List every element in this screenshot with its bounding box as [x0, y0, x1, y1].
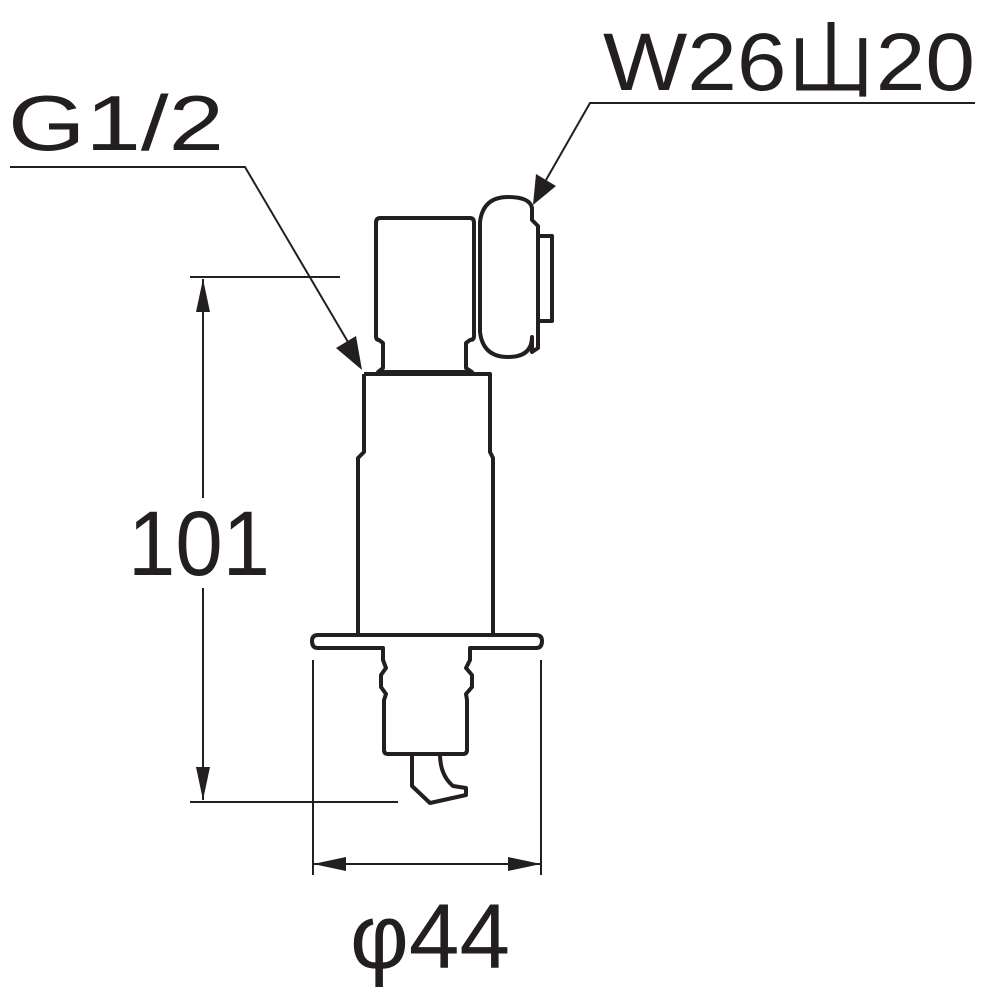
bottom-hook — [410, 753, 468, 805]
main-body — [356, 372, 495, 635]
arrowhead — [508, 857, 541, 871]
arrowhead — [533, 174, 556, 205]
arrowhead — [313, 857, 346, 871]
arrowhead — [196, 767, 210, 800]
knob-cap — [536, 234, 554, 323]
hose-connector-knob — [478, 195, 540, 359]
flange — [310, 633, 544, 756]
thread-label: G1/2 — [8, 79, 224, 167]
upper-block — [374, 216, 476, 374]
thread-leader-line — [10, 166, 349, 343]
height-dimension-label: 101 — [128, 493, 270, 595]
hose-thread-label: W26山20 — [603, 17, 975, 108]
hose-thread-leader-line — [545, 102, 975, 181]
arrowhead — [336, 336, 362, 370]
diameter-dimension-label: φ44 — [350, 886, 510, 988]
arrowhead — [196, 279, 210, 312]
